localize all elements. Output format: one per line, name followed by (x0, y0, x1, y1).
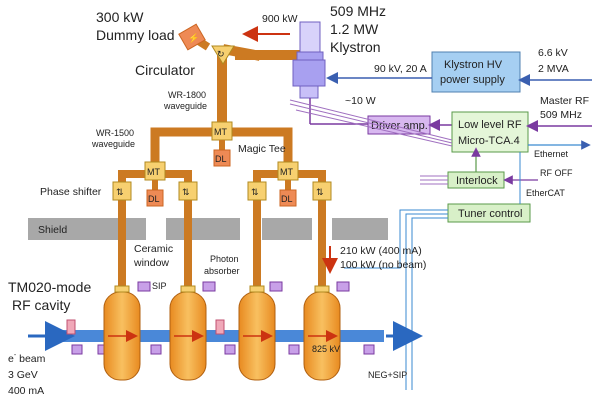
mt-label-left: MT (147, 167, 160, 177)
phase-shifter-icon-3: ⇅ (251, 187, 259, 197)
dl-label-left: DL (148, 194, 160, 204)
dl-label-right: DL (281, 194, 293, 204)
klystron (292, 21, 326, 99)
hv-label-2: power supply (440, 74, 505, 86)
rf-pickup-lines (289, 99, 453, 147)
hv-output-label: 90 kV, 20 A (374, 63, 427, 75)
hv-label-1: Klystron HV (444, 59, 503, 71)
llrf-label-2: Micro-TCA.4 (458, 135, 520, 147)
photon-label-2: absorber (204, 266, 240, 276)
ceramic-label-1: Ceramic (134, 243, 173, 255)
beam-pumps (71, 344, 375, 355)
voltage-label: 825 kV (312, 344, 340, 354)
master-rf-label-2: 509 MHz (540, 109, 582, 121)
magic-tee-top: MT DL (211, 121, 233, 167)
beam-label-1: e- beam (8, 352, 46, 365)
tuner-control-label: Tuner control (458, 208, 522, 220)
circulator: ↻ (211, 45, 235, 65)
photon-absorbers (66, 319, 225, 335)
dummy-load-label-1: 300 kW (96, 9, 144, 25)
interlock-input-lines (420, 175, 448, 185)
shield: Shield (28, 218, 388, 240)
magic-tee-left: MT DL (144, 161, 166, 207)
cavity-couplers (114, 285, 330, 293)
hv-power-supply-box (431, 51, 521, 93)
phase-shifter-label: Phase shifter (40, 186, 102, 198)
power-100-label: 100 kW (no beam) (340, 259, 426, 271)
phase-shifter-icon-4: ⇅ (316, 187, 324, 197)
beam-label-3: 400 mA (8, 385, 44, 397)
phase-shifter-icon-2: ⇅ (182, 187, 190, 197)
power-210-label: 210 kW (400 mA) (340, 245, 422, 257)
interlock-label: Interlock (456, 175, 498, 187)
phase-shifter-icon-1: ⇅ (116, 187, 124, 197)
beam-word: beam (16, 353, 45, 365)
mt-label-right: MT (280, 167, 293, 177)
wr1500-label-1: WR-1500 (96, 128, 134, 138)
mt-label-top: MT (214, 127, 227, 137)
ethernet-label: Ethernet (534, 149, 569, 159)
phase-shifters (112, 181, 332, 201)
klystron-label-1: 509 MHz (330, 3, 386, 19)
ceramic-label-2: window (133, 257, 169, 269)
wr1800-label-2: waveguide (163, 101, 207, 111)
klystron-label-3: Klystron (330, 39, 381, 55)
circulator-label: Circulator (135, 62, 195, 78)
tuner-control-box (447, 203, 531, 223)
beam-sup: - (14, 352, 17, 359)
beam-label-2: 3 GeV (8, 369, 38, 381)
circulator-icon: ↻ (217, 49, 225, 59)
magic-tee-label: Magic Tee (238, 143, 286, 155)
dummy-load-icon: ⚡ (188, 32, 199, 44)
beam-e: e (8, 353, 14, 365)
klystron-label-2: 1.2 MW (330, 21, 379, 37)
phase-shifter-icons: ⇅ ⇅ ⇅ ⇅ (116, 187, 324, 197)
shield-label: Shield (38, 224, 67, 236)
sip-pumps (137, 281, 350, 292)
llrf-label-1: Low level RF (458, 119, 522, 131)
wr1800-label-1: WR-1800 (168, 90, 206, 100)
dl-label-top: DL (215, 154, 227, 164)
wr1500-label-2: waveguide (91, 139, 135, 149)
power-900-label: 900 kW (262, 13, 298, 25)
neg-sip-label: NEG+SIP (368, 370, 407, 380)
cavity-label-1: TM020-mode (8, 279, 91, 295)
master-rf-label-1: Master RF (540, 95, 589, 107)
rf-off-label: RF OFF (540, 168, 573, 178)
dummy-load: ⚡ (178, 23, 211, 51)
dummy-load-label-2: Dummy load (96, 27, 175, 43)
ten-watt-label: ~10 W (345, 95, 376, 107)
photon-label-1: Photon (210, 254, 239, 264)
magic-tee-right: MT DL (277, 161, 299, 207)
hv-spec-1: 6.6 kV (538, 47, 568, 59)
hv-spec-2: 2 MVA (538, 63, 569, 75)
llrf-box (451, 111, 529, 153)
sip-label: SIP (152, 281, 167, 291)
ethercat-label: EtherCAT (526, 188, 565, 198)
cavity-label-2: RF cavity (12, 297, 70, 313)
